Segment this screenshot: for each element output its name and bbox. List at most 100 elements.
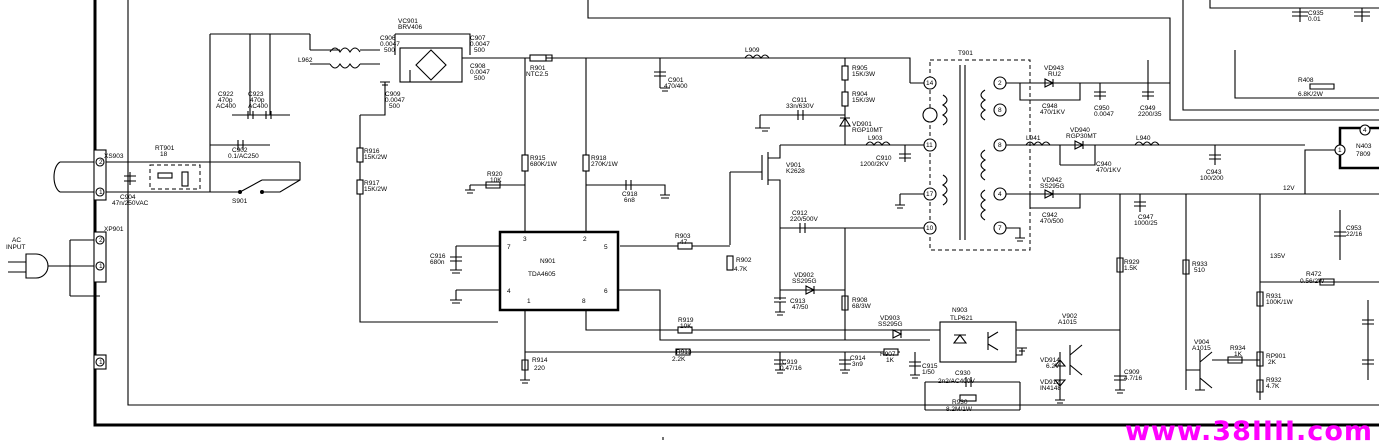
c913-label: C913	[790, 298, 806, 305]
c922-label: C922	[218, 91, 234, 98]
c912-value: 220/500V	[790, 216, 818, 223]
r916-value: 15K/2W	[364, 154, 388, 161]
c919-value: 0.47/16	[780, 365, 802, 372]
v902-label: V902	[1062, 313, 1078, 320]
t901-label: T901	[958, 50, 973, 57]
c922-v1: 470p	[218, 97, 233, 104]
r933-value: 510	[1194, 267, 1205, 274]
rt901-value: 18	[160, 151, 168, 158]
r933-label: R933	[1192, 261, 1208, 268]
mosfet-v901: V901 K2628	[729, 145, 930, 300]
vd914-label: VD914	[1040, 357, 1060, 364]
svg-text:1: 1	[99, 189, 103, 196]
rp901-label: RP901	[1266, 353, 1286, 360]
svg-text:2: 2	[583, 236, 587, 243]
svg-text:8: 8	[998, 107, 1002, 114]
watermark-text: www.38IIII.com	[1124, 416, 1373, 447]
svg-text:7: 7	[507, 244, 511, 251]
c902-label: C902	[232, 147, 248, 154]
c902-value: 0.1/AC250	[228, 153, 259, 160]
vd901-value: RGP10MT	[852, 127, 883, 134]
c942-value: 470/500	[1040, 218, 1064, 225]
svg-text:17: 17	[926, 191, 934, 198]
r930-label: R930	[952, 399, 968, 406]
c930-value: 2n2/AC400V	[938, 378, 976, 385]
c904-value: 47n/250VAC	[112, 200, 149, 207]
vd903-label: VD903	[880, 315, 900, 322]
c916-value: 680n	[430, 259, 445, 266]
n903-value: TLP621	[950, 315, 973, 322]
v901-value: K2628	[786, 168, 805, 175]
svg-text:1: 1	[99, 359, 103, 366]
c914-label: C914	[850, 355, 866, 362]
l941-label: L941	[1026, 135, 1041, 142]
ac-input-section: AC INPUT 21 21 1 XS903 XP901	[6, 149, 124, 370]
c916-label: C916	[430, 253, 446, 260]
vc901-value: BRV406	[398, 24, 422, 31]
vd943-value: RU2	[1048, 71, 1061, 78]
v12-label: 12V	[1283, 185, 1295, 192]
c935-label: C935	[1308, 10, 1324, 17]
rp901-value: 2K	[1268, 359, 1277, 366]
svg-text:10: 10	[926, 225, 934, 232]
r905-value: 15K/3W	[852, 71, 876, 78]
vd901-label: VD901	[852, 121, 872, 128]
r918-label: R918	[591, 155, 607, 162]
vd943-label: VD943	[1044, 65, 1064, 72]
r902-value: 4.7K	[734, 266, 748, 273]
r901-value: NTC2.5	[526, 71, 549, 78]
v904-label: V904	[1194, 339, 1210, 346]
c940-value: 470/1KV	[1096, 167, 1122, 174]
c906-v2: 500	[384, 47, 395, 54]
n901-label: N901	[540, 258, 556, 265]
svg-text:8: 8	[998, 142, 1002, 149]
r929-value: 1.5K	[1124, 265, 1138, 272]
c943-value: 100/200	[1200, 175, 1224, 182]
ground-symbols	[380, 70, 1205, 404]
ac-input-label-1: AC	[12, 237, 21, 244]
transformer-t901: T901 14 11 17 10 2 8 8 4 7	[899, 50, 1031, 251]
n403-label: N403	[1356, 143, 1372, 150]
r913-value: 2.2K	[672, 356, 686, 363]
c911-label: C911	[792, 97, 807, 104]
c908-label: C908	[470, 63, 486, 70]
svg-text:11: 11	[926, 142, 933, 149]
c908-v1: 0.0047	[470, 69, 490, 76]
r919-label: R919	[678, 317, 694, 324]
r908-label: R908	[852, 297, 868, 304]
c950-label: C950	[1094, 105, 1110, 112]
c906-v1: 0.0047	[380, 41, 400, 48]
r916-label: R916	[364, 148, 380, 155]
svg-text:4: 4	[998, 191, 1002, 198]
r914-label: R914	[532, 357, 548, 364]
xs903-label: XS903	[104, 153, 124, 160]
c923-v2: AC400	[248, 103, 268, 110]
v901-label: V901	[786, 162, 802, 169]
svg-text:5: 5	[604, 244, 608, 251]
vd914-value: 6.2V	[1046, 363, 1060, 370]
r931-label: R931	[1266, 293, 1282, 300]
svg-text:1: 1	[1338, 147, 1342, 154]
svg-text:4: 4	[1363, 127, 1367, 134]
c948-value: 470/1KV	[1040, 109, 1066, 116]
optocoupler-n903: N903 TLP621 C930 2n2/AC400V R930 8.2M/1W	[924, 307, 1060, 413]
r905-label: R905	[852, 65, 868, 72]
c904-label: C904	[120, 194, 136, 201]
r408-label: R408	[1298, 77, 1314, 84]
primary-feedback: C912 220/500V R908 68/3W VD902 SS295G C9…	[525, 210, 938, 376]
r915-value: 680K/1W	[530, 161, 558, 168]
r903-value: 47	[680, 239, 688, 246]
c923-label: C923	[248, 91, 264, 98]
vd903-value: SS295G	[878, 321, 903, 328]
error-amplifier: R929 1.5K R933 510 V902 A1015 VD914 6.2V…	[1040, 194, 1294, 400]
c949-value: 2200/35	[1138, 111, 1162, 118]
vd942-label: VD942	[1042, 177, 1062, 184]
start-resistors: R916 15K/2W R917 15K/2W	[356, 147, 388, 195]
svg-text:7: 7	[998, 225, 1002, 232]
r472-label: R472	[1306, 271, 1322, 278]
r917-value: 15K/2W	[364, 186, 388, 193]
ac-input-label-2: INPUT	[6, 244, 26, 251]
svg-text:2: 2	[99, 159, 103, 166]
v135-label: 135V	[1270, 253, 1286, 260]
